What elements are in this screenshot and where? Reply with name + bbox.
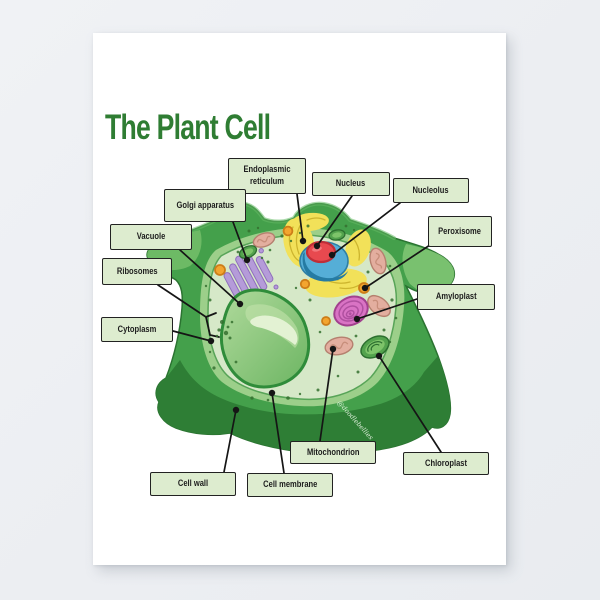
leader-dot-cytoplasm [207, 337, 215, 345]
leader-line-amyloplast [356, 298, 418, 320]
label-chloroplast: Chloroplast [403, 452, 489, 475]
chloroplast-shapes [238, 229, 390, 359]
leader-line-nucleolus [331, 202, 401, 256]
label-text-mitochondrion: Mitochondrion [306, 446, 360, 457]
label-golgi-apparatus: Golgi apparatus [164, 189, 246, 222]
label-peroxisome: Peroxisome [428, 216, 492, 247]
leader-dot-vacuole [236, 300, 244, 308]
leader-dot-nucleus [313, 242, 321, 250]
label-vacuole: Vacuole [110, 224, 192, 250]
label-cell-wall: Cell wall [150, 472, 236, 496]
leader-line-ribosomes [157, 284, 207, 318]
vacuole-shape [219, 288, 311, 389]
page-title: The Plant Cell [105, 108, 271, 147]
ribosome-dots [204, 224, 398, 402]
label-text-chloroplast: Chloroplast [424, 457, 467, 468]
leader-line-nucleus [316, 195, 353, 247]
mitochondrion-shapes [252, 232, 391, 356]
label-cell-membrane: Cell membrane [247, 473, 333, 497]
leader-dot-mitochondrion [329, 345, 337, 353]
leader-dot-nucleolus [328, 251, 336, 259]
label-nucleus: Nucleus [312, 172, 390, 196]
label-text-nucleus: Nucleus [336, 178, 366, 189]
leader-line-peroxisome [364, 244, 431, 289]
label-text-peroxisome: Peroxisome [438, 225, 482, 236]
leader-dot-golgi-apparatus [243, 256, 251, 264]
label-text-vacuole: Vacuole [136, 231, 166, 242]
leader-line-cell-wall [223, 409, 237, 473]
leader-dot-amyloplast [353, 315, 361, 323]
leader-dot-cell-wall [232, 406, 240, 414]
leader-line-golgi-apparatus [232, 221, 248, 261]
label-mitochondrion: Mitochondrion [290, 441, 376, 464]
label-text-ribosomes: Ribosomes [116, 265, 158, 276]
label-text-nucleolus: Nucleolus [412, 184, 450, 195]
leader-line-vacuole [179, 249, 241, 305]
label-ribosomes: Ribosomes [102, 258, 172, 285]
leader-line-mitochondrion [319, 348, 334, 442]
leader-lines [157, 193, 442, 474]
leader-dot-peroxisome [361, 284, 369, 292]
label-amyloplast: Amyloplast [417, 284, 495, 310]
leader-line-cell-membrane [271, 392, 285, 474]
leader-line-endoplasmic-reticulum [296, 193, 304, 242]
label-text-endoplasmic-reticulum: Endoplasmic reticulum [243, 164, 291, 186]
label-text-cell-wall: Cell wall [177, 478, 209, 489]
label-text-cell-membrane: Cell membrane [262, 479, 318, 490]
leader-dot-chloroplast [375, 352, 383, 360]
leader-dot-endoplasmic-reticulum [299, 237, 307, 245]
label-text-golgi-apparatus: Golgi apparatus [176, 199, 234, 210]
label-text-cytoplasm: Cytoplasm [117, 323, 157, 334]
leader-line-chloroplast [378, 355, 442, 453]
golgi-apparatus-shape [223, 248, 279, 309]
label-endoplasmic-reticulum: Endoplasmic reticulum [228, 158, 306, 194]
label-text-amyloplast: Amyloplast [435, 291, 477, 302]
label-cytoplasm: Cytoplasm [101, 317, 173, 342]
label-nucleolus: Nucleolus [393, 178, 469, 203]
leader-line-cytoplasm [172, 330, 212, 342]
leader-dot-cell-membrane [268, 389, 276, 397]
ribosomes-bracket [205, 312, 220, 338]
